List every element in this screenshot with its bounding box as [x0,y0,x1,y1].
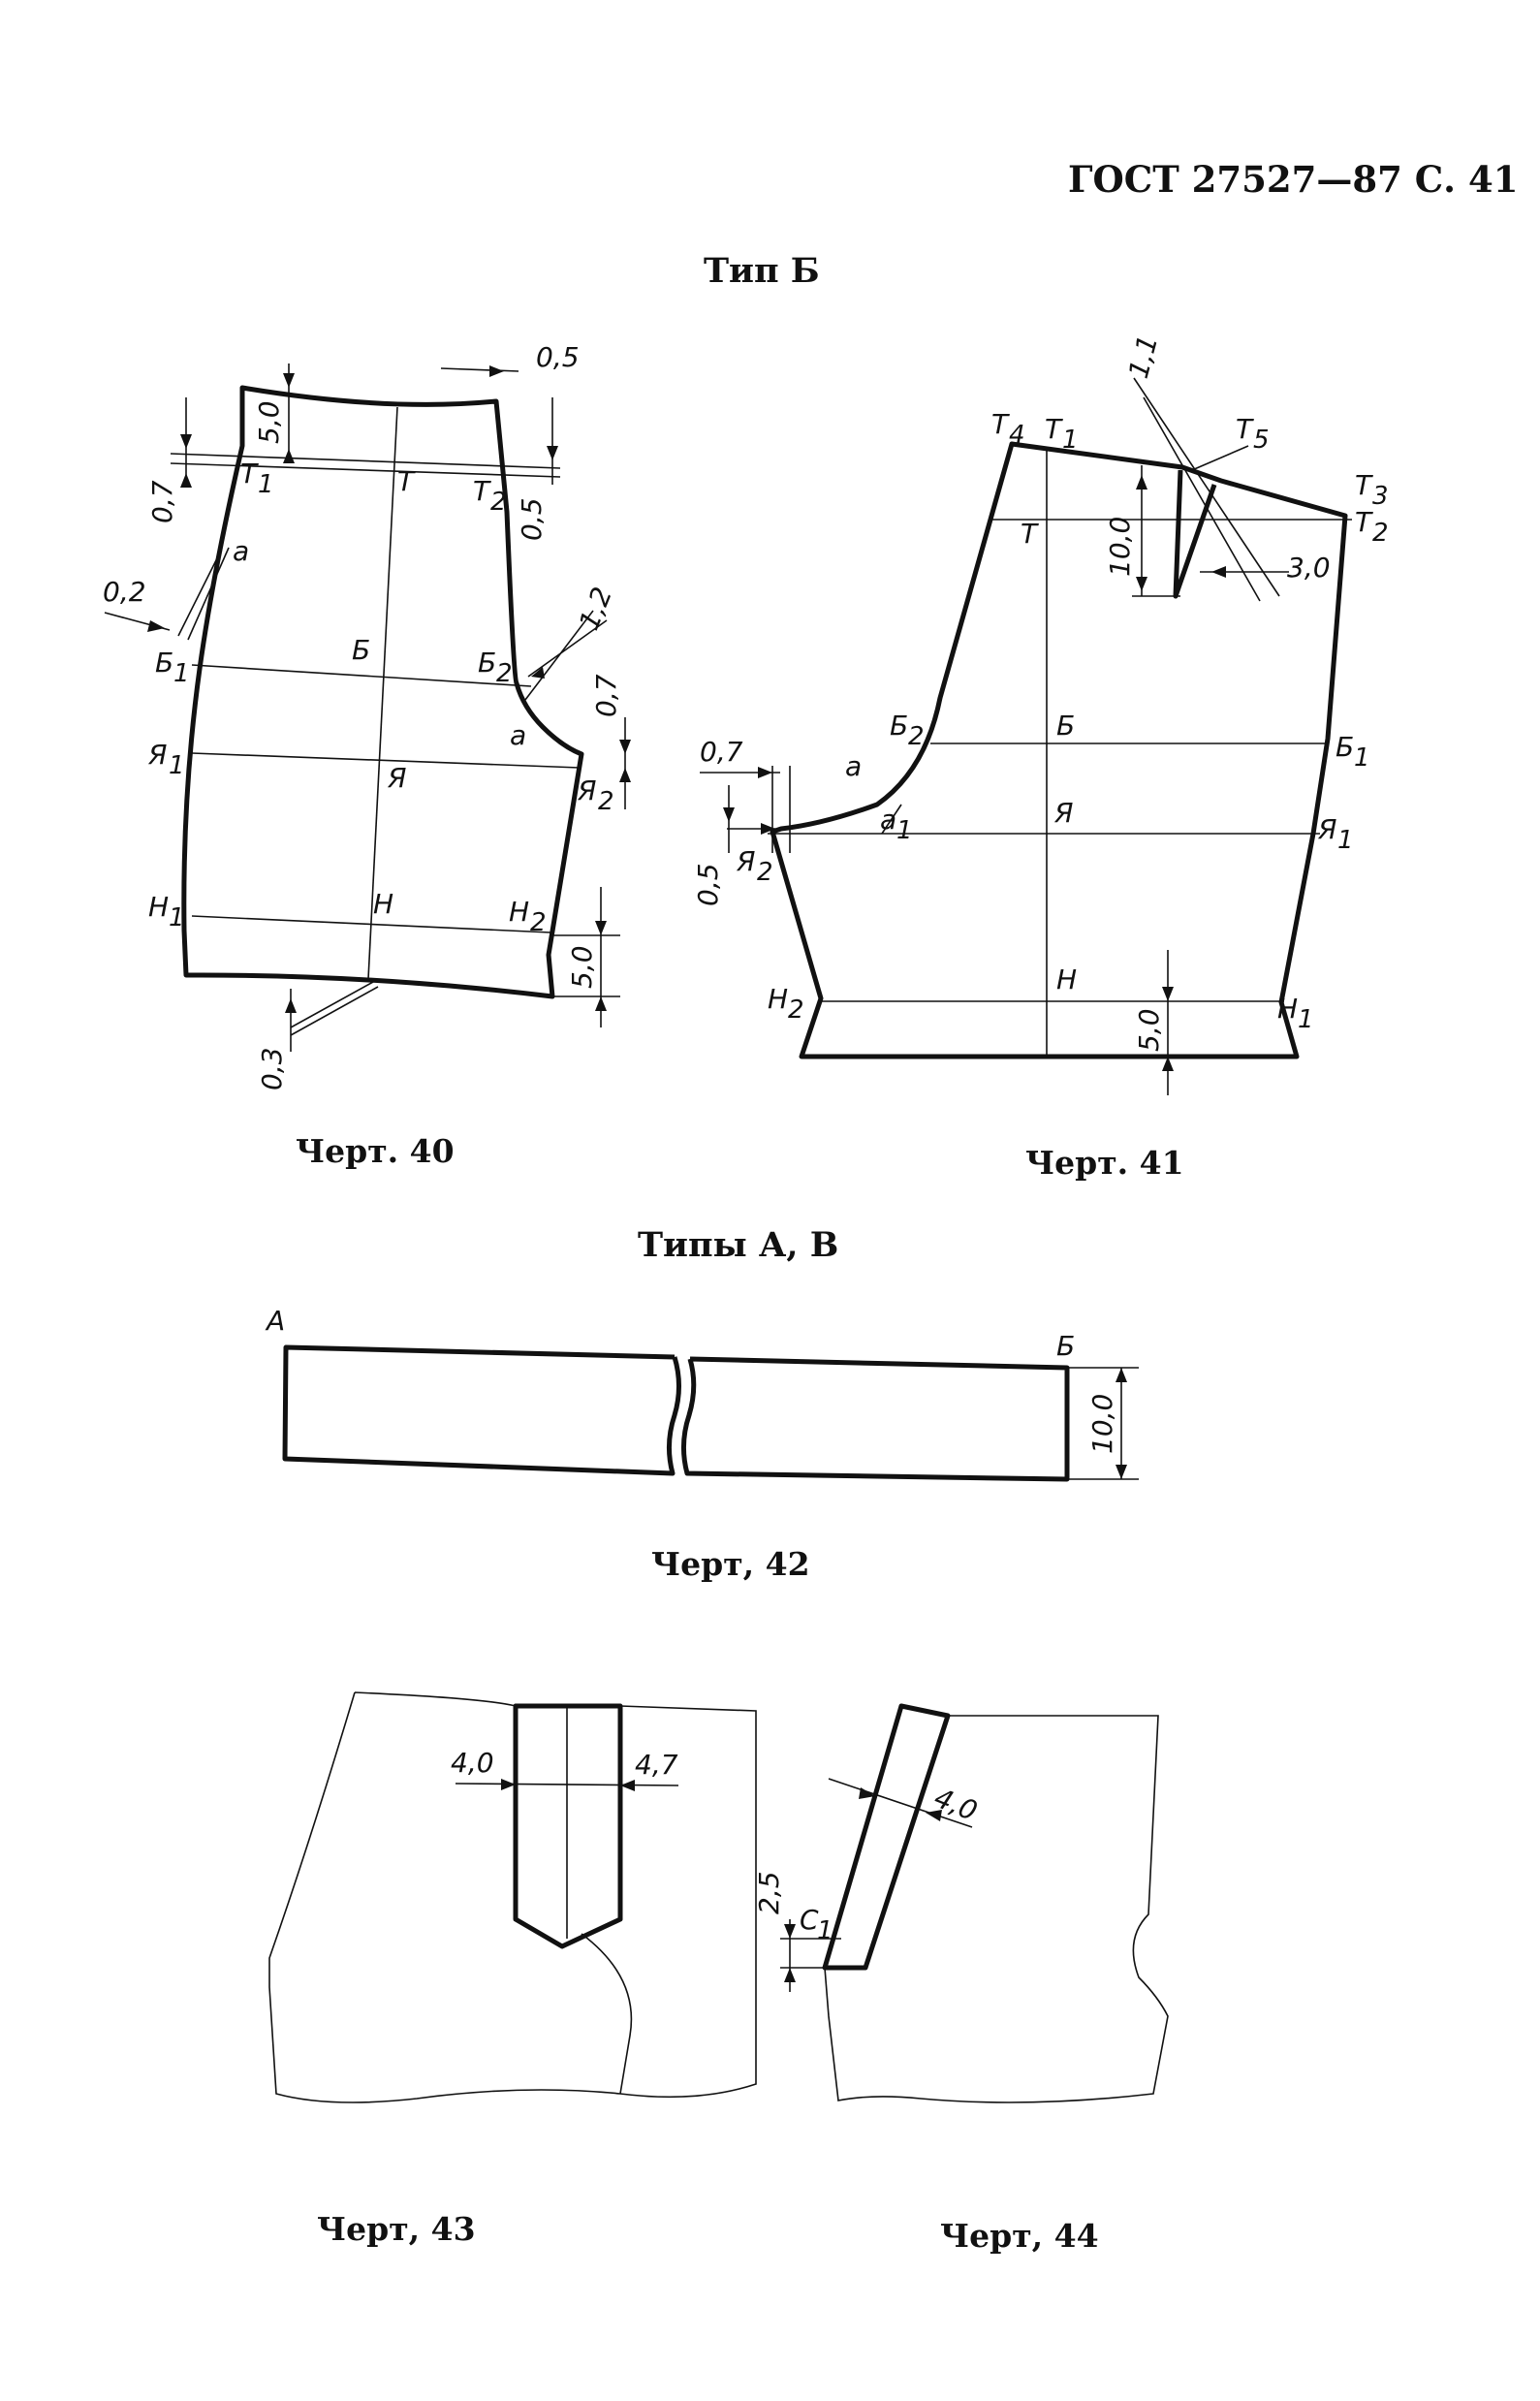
f41-label-b1: Б [1336,731,1354,763]
f40-label-b: Б [352,634,370,666]
f40-dim-02: 0,2 [103,576,146,608]
f41-sub-t4: 4 [1009,421,1025,450]
page-header: ГОСТ 27527—87 С. 41 [1068,158,1519,201]
f40-sub-ya1: 1 [169,751,185,780]
f44-dim-40: 4,0 [929,1782,982,1827]
f40-dim-07-left: 0,7 [146,480,178,523]
f41-dim-05: 0,5 [692,863,724,906]
f42-dim-100: 10,0 [1086,1394,1118,1454]
f40-label-ya1: Я [147,739,167,771]
figure-44-caption: Черт, 44 [940,2217,1099,2255]
f41-label-b: Б [1056,710,1075,742]
f40-label-n: Н [373,888,393,920]
f44-sub-c: 1 [817,1916,833,1945]
f40-label-n1: Н [148,891,169,923]
f41-sub-t5: 5 [1253,426,1270,455]
f41-dim-07: 0,7 [700,736,743,768]
figure-42-labels: А Б 10,0 [265,1305,1118,1454]
f41-sub-t2: 2 [1372,519,1389,548]
f41-label-n2: Н [768,983,788,1015]
figure-41-caption: Черт. 41 [1025,1144,1184,1182]
f41-sub-n2: 2 [788,995,804,1025]
f40-label-a-left: а [233,535,249,567]
f41-dim-100: 10,0 [1104,517,1136,577]
section-title-types-a-v: Типы А, В [638,1225,839,1265]
f40-sub-n2: 2 [530,908,547,937]
f40-sub-b1: 1 [173,659,190,688]
f44-dim-25: 2,5 [753,1871,785,1914]
figure-40-caption: Черт. 40 [296,1132,455,1170]
f41-label-t3: Т [1355,469,1373,501]
f41-label-ya1: Я [1317,813,1336,845]
f41-label-n1: Н [1277,993,1298,1025]
f41-sub-t1: 1 [1062,426,1079,455]
f40-dim-05-top: 0,5 [536,341,580,373]
section-title-type-b: Тип Б [704,251,820,291]
f41-sub-ya1: 1 [1337,826,1354,855]
f41-label-ya: Я [1053,797,1073,829]
f41-label-t: Т [1021,518,1039,550]
f40-label-ya: Я [387,762,406,794]
f42-label-b: Б [1056,1330,1075,1362]
figure-43-labels: 4,0 4,7 [451,1747,678,1781]
f40-sub-n1: 1 [169,903,185,932]
figure-42-outline [282,1344,1139,1482]
f41-sub-n1: 1 [1298,1005,1314,1034]
figure-42-caption: Черт, 42 [651,1545,810,1583]
figure-41-labels: Т 4 Т 1 Т 5 Т 3 Т 2 Т Б 2 Б Б 1 а а 1 Я … [692,332,1389,1052]
f40-label-a-right: а [510,719,526,751]
f41-label-b2: Б [890,710,908,742]
f43-dim-40: 4,0 [451,1747,494,1779]
f42-label-a: А [265,1305,285,1337]
f41-dim-50: 5,0 [1133,1008,1165,1052]
f40-sub-t2: 2 [490,488,507,517]
figure-44-labels: 4,0 2,5 С 1 [753,1782,982,1945]
f40-sub-b2: 2 [496,659,513,688]
f41-sub-a1: 1 [896,816,913,845]
f40-dim-07-right: 0,7 [590,674,622,717]
figure-43-outline [268,1691,757,2103]
f41-label-t1: Т [1045,413,1063,445]
figure-40-outline [170,385,584,999]
f40-label-t: Т [397,465,416,497]
f40-sub-t1: 1 [258,470,274,499]
f40-dim-50-bottom: 5,0 [566,945,598,989]
f41-sub-ya2: 2 [757,858,773,887]
f40-dim-03: 0,3 [256,1047,288,1090]
f41-label-ya2: Я [736,845,755,877]
f44-label-c: С [800,1904,819,1936]
figure-40-dimensions [104,363,631,1052]
f40-label-n2: Н [509,896,529,928]
f40-label-b2: Б [478,647,496,679]
f41-label-t4: Т [991,408,1010,440]
figure-43-caption: Черт, 43 [317,2210,476,2248]
f40-sub-ya2: 2 [598,787,614,816]
f41-dim-30: 3,0 [1287,552,1331,584]
f41-sub-b1: 1 [1354,743,1370,773]
f40-label-t1: Т [240,458,259,490]
f40-label-b1: Б [155,647,173,679]
figure-40-labels: Т Т 1 Т 2 а Б Б 1 Б 2 а Я 1 Я Я 2 Н 1 Н … [103,341,622,1090]
f40-label-ya2: Я [577,774,596,806]
f40-label-t2: Т [473,475,491,507]
f40-dim-50-top: 5,0 [253,400,285,444]
figure-44-outline [780,1703,1169,2103]
f41-sub-t3: 3 [1372,482,1389,511]
f41-label-a1: а [880,804,896,836]
figure-41-dimensions [700,377,1289,1095]
f41-label-t2: Т [1355,506,1373,538]
f41-label-t5: Т [1236,413,1254,445]
f41-sub-b2: 2 [908,722,925,751]
f40-dim-05-right: 0,5 [516,497,548,541]
f41-label-n: Н [1056,964,1077,995]
f41-label-a: а [845,750,862,782]
f43-dim-47: 4,7 [635,1749,678,1781]
